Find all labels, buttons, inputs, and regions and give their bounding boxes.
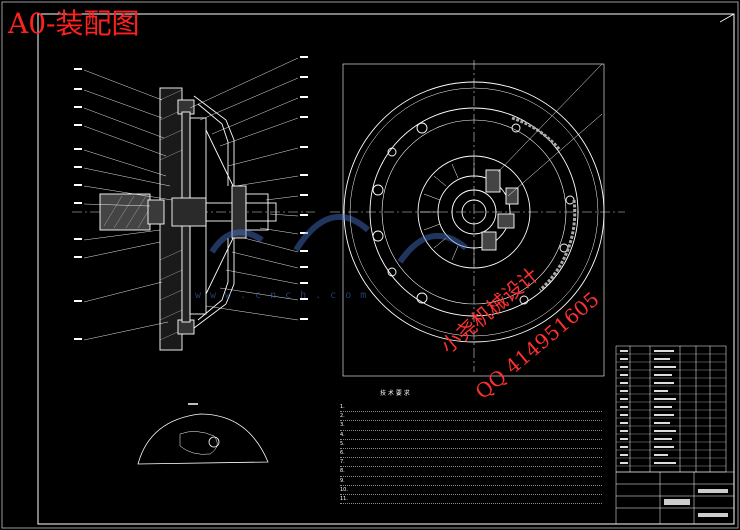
- section-b-detail: [137, 403, 269, 465]
- requirement-line: 9.: [340, 478, 602, 486]
- disc-ring: [417, 155, 531, 269]
- watermark-logo: [209, 213, 468, 264]
- title-block-name: [698, 489, 728, 493]
- mounting-holes: [372, 122, 575, 305]
- watermark-site: www.cnch.com: [195, 290, 376, 301]
- requirement-line: 4.: [340, 432, 602, 440]
- bom-table: [615, 345, 727, 473]
- flywheel-ring-3: [369, 107, 579, 317]
- cover-ring: [381, 119, 567, 305]
- section-b-slot: [179, 431, 218, 455]
- requirement-line: 11.: [340, 496, 602, 505]
- section-b-outline: [137, 413, 269, 465]
- title-block-drawing-no: [664, 499, 690, 505]
- title-block: [615, 471, 735, 525]
- requirement-line: 2.: [340, 413, 602, 422]
- spline-circle: [461, 199, 487, 225]
- requirement-line: 7.: [340, 459, 602, 468]
- disc-hub: [171, 197, 207, 227]
- technical-requirements-list: 1. 2. 3. 4. 5. 6. 7. 8. 9. 10. 11.: [340, 404, 602, 505]
- requirement-line: 8.: [340, 468, 602, 477]
- requirement-line: 1.: [340, 404, 602, 413]
- section-b-hole: [208, 436, 220, 448]
- clutch-cover-inner: [197, 103, 229, 321]
- technical-requirements-title: 技 术 要 求: [380, 390, 410, 397]
- leader-lines-left: [83, 69, 173, 341]
- pilot-bearing: [147, 199, 165, 225]
- front-leader-2: [507, 113, 603, 197]
- leader-lines-right: [189, 57, 299, 321]
- hub-inner: [451, 189, 497, 235]
- title-block-school: [698, 513, 728, 517]
- diaphragm-spring-lower: [205, 231, 237, 295]
- front-view: [330, 60, 625, 377]
- crankshaft-hatch: [103, 195, 151, 229]
- front-leader-1: [497, 63, 603, 173]
- bom-cell-marks: [620, 350, 676, 464]
- drawing-title: A0-装配图: [8, 7, 140, 40]
- section-view: [72, 56, 315, 351]
- requirement-line: 3.: [340, 422, 602, 431]
- diaphragm-spring-upper: [205, 129, 237, 193]
- flywheel-ring-2: [349, 87, 599, 337]
- requirement-line: 5.: [340, 441, 602, 449]
- corner-mark: [719, 13, 735, 23]
- diaphragm-fingers: [420, 160, 475, 264]
- arc-slot-lower: [539, 199, 577, 292]
- inner-frame: [37, 13, 735, 525]
- crankshaft-end: [99, 193, 151, 231]
- flywheel-outer-circle: [343, 81, 605, 343]
- arc-slot-upper: [511, 116, 562, 151]
- clutch-cover: [193, 95, 235, 329]
- requirement-line: 6.: [340, 450, 602, 459]
- leader-tick-marks: [74, 56, 308, 340]
- requirement-line: 10.: [340, 487, 602, 495]
- damper-springs: [481, 169, 519, 251]
- release-sleeve: [245, 193, 269, 231]
